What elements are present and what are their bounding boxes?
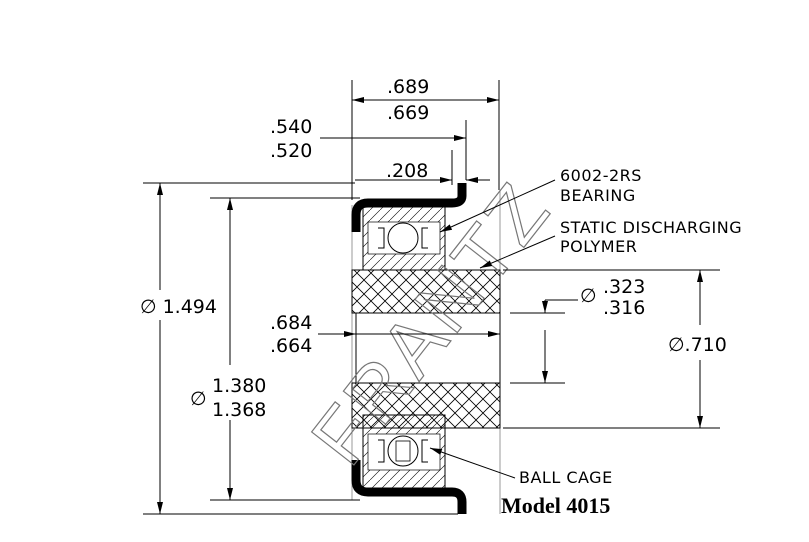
- flange-thickness: .208: [386, 160, 428, 182]
- polymer-hub-top: [351, 269, 501, 314]
- hub-width-min: .664: [270, 335, 312, 357]
- overall-width-min: .669: [387, 102, 429, 124]
- ball-cage-callout: BALL CAGE: [519, 468, 613, 487]
- bearing-bottom: [362, 414, 446, 491]
- flange-offset-min: .520: [270, 140, 312, 162]
- bearing-seat-diameter-max: 1.380: [212, 375, 266, 397]
- bore: [355, 312, 501, 384]
- overall-width-max: .689: [387, 76, 429, 98]
- bearing-callout-line1: 6002-2RS: [560, 166, 642, 185]
- flange-offset-max: .540: [270, 116, 312, 138]
- bore-diameter-min: .316: [603, 297, 645, 319]
- housing-bottom: [351, 460, 467, 514]
- dimension-lines: [143, 80, 720, 515]
- hub-width-max: .684: [270, 312, 312, 334]
- hub-diameter: ∅.710: [668, 334, 727, 356]
- bore-diameter-symbol: ∅: [580, 285, 597, 307]
- model-label: Model 4015: [501, 493, 610, 518]
- outer-diameter: ∅ 1.494: [140, 296, 217, 318]
- bore-diameter-max: .323: [603, 276, 645, 298]
- bearing-seat-diameter-symbol: ∅: [190, 388, 207, 410]
- housing-top: [351, 183, 467, 232]
- bearing-seat-diameter-min: 1.368: [212, 399, 266, 421]
- polymer-callout-line2: POLYMER: [560, 237, 637, 256]
- bearing-callout-line2: BEARING: [560, 186, 636, 205]
- polymer-callout-line1: STATIC DISCHARGING: [560, 218, 742, 237]
- part-section: [351, 183, 501, 514]
- bearing-top: [362, 204, 446, 271]
